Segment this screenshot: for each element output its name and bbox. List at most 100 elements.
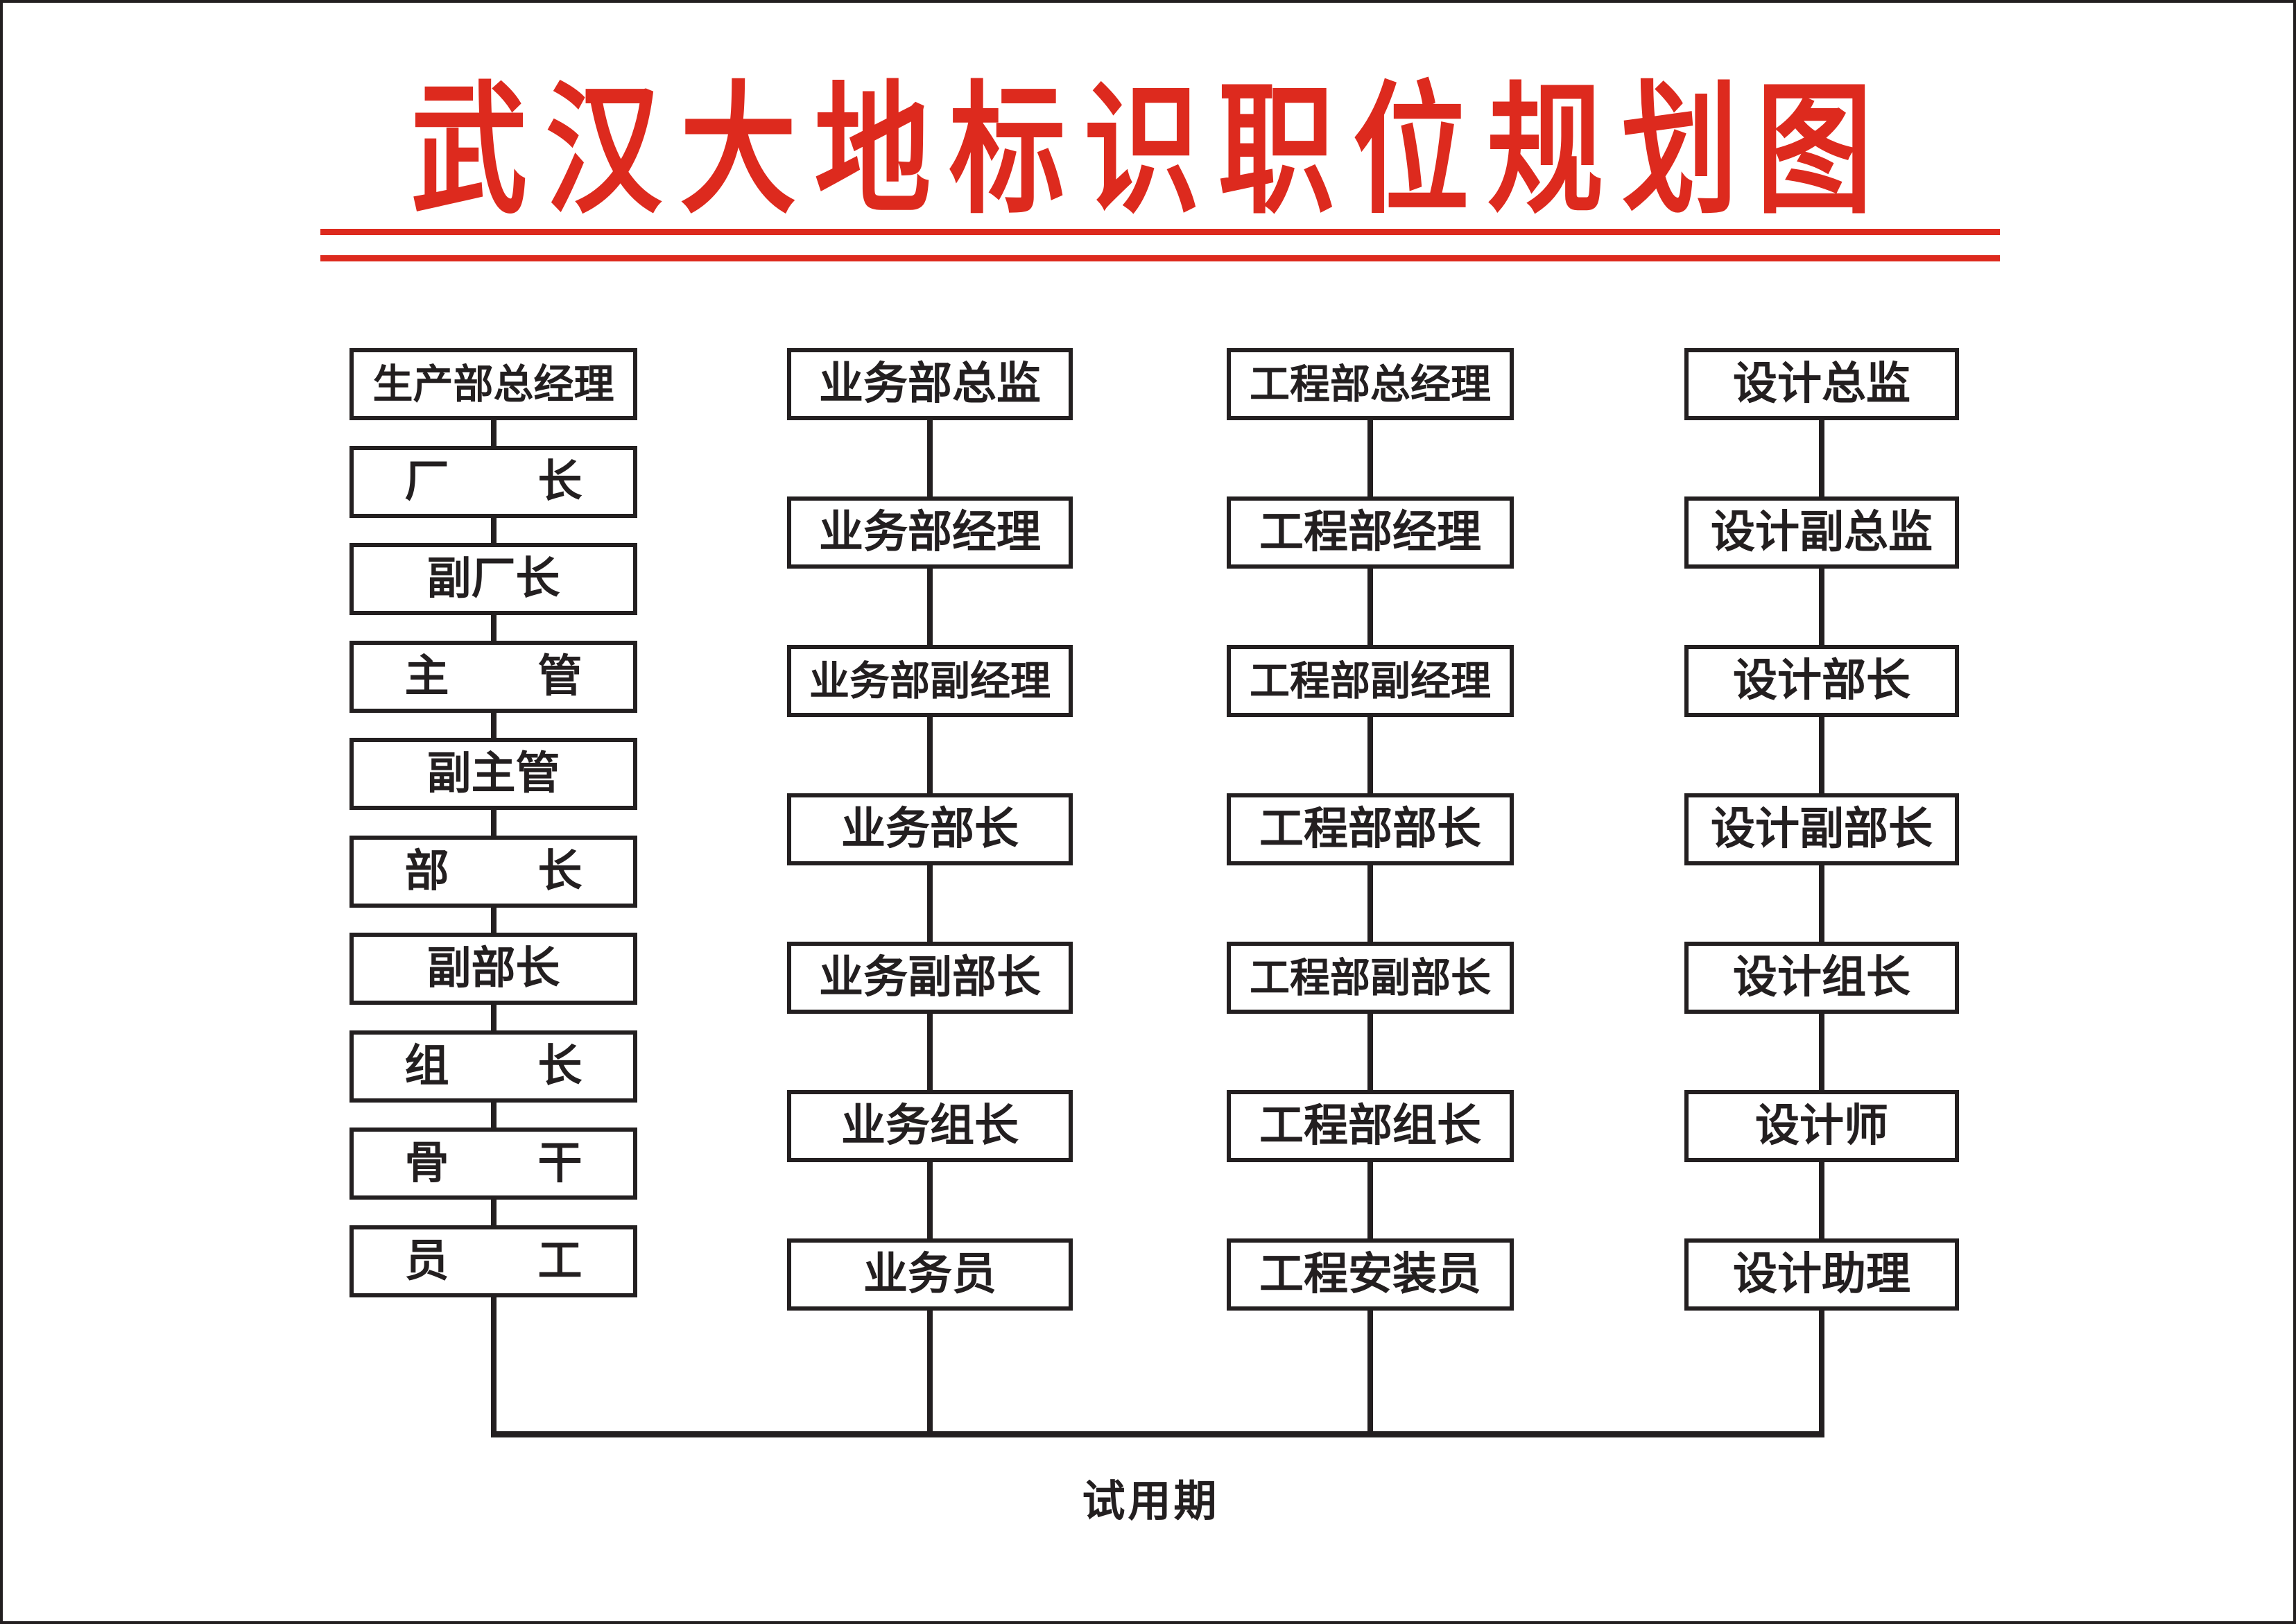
org-node: 工程部组长 <box>1227 1090 1514 1241</box>
org-node-label: 副部长 <box>426 943 560 994</box>
org-node-label: 业务副部长 <box>819 952 1041 1003</box>
org-connector-line <box>490 1197 497 1228</box>
org-node: 工程部副经理 <box>1227 645 1514 796</box>
org-node: 工程部总经理 <box>1227 348 1514 499</box>
org-node-box[interactable]: 工程部副部长 <box>1227 942 1514 1014</box>
org-connector-line <box>490 515 497 546</box>
footer-note-label: 试用期 <box>1082 1476 1220 1526</box>
org-node-box[interactable]: 工程部部长 <box>1227 793 1514 865</box>
org-node-label: 工程部经理 <box>1259 507 1481 558</box>
org-node-box[interactable]: 业务部总监 <box>787 348 1073 420</box>
org-node: 副主管 <box>349 738 637 838</box>
org-node-box[interactable]: 业务部长 <box>787 793 1073 865</box>
org-node-label: 工程部总经理 <box>1249 361 1491 408</box>
org-node: 主 管 <box>349 640 637 741</box>
org-node: 工程安装员 <box>1227 1238 1514 1311</box>
org-node: 业务副部长 <box>787 942 1073 1093</box>
org-node-box[interactable]: 设计副部长 <box>1684 793 1959 865</box>
org-connector-line <box>1819 1159 1824 1241</box>
org-node-label: 员 工 <box>404 1235 582 1287</box>
org-node: 设计组长 <box>1684 942 1959 1093</box>
org-node-box[interactable]: 部 长 <box>349 835 637 908</box>
org-node-box[interactable]: 工程安装员 <box>1227 1238 1514 1311</box>
org-connector-line <box>490 417 497 449</box>
org-connector-line <box>1819 417 1824 499</box>
org-node-box[interactable]: 业务员 <box>787 1238 1073 1311</box>
org-node-label: 业务部总监 <box>819 359 1041 410</box>
org-node-box[interactable]: 业务部经理 <box>787 496 1073 569</box>
org-node-box[interactable]: 副部长 <box>349 933 637 1005</box>
org-node: 业务部总监 <box>787 348 1073 499</box>
org-connector-line <box>927 714 933 796</box>
org-node-box[interactable]: 工程部经理 <box>1227 496 1514 569</box>
org-node-label: 主 管 <box>404 650 582 702</box>
org-node-label: 骨 干 <box>404 1138 582 1189</box>
org-node-label: 设计组长 <box>1733 952 1910 1003</box>
org-node-label: 组 长 <box>404 1040 582 1092</box>
org-node-label: 工程部组长 <box>1259 1100 1481 1152</box>
org-node-label: 业务员 <box>863 1249 996 1300</box>
org-node-label: 业务部副经理 <box>809 657 1051 705</box>
org-node: 副厂长 <box>349 543 637 643</box>
org-node-box[interactable]: 工程部组长 <box>1227 1090 1514 1162</box>
org-node-box[interactable]: 生产部总经理 <box>349 348 637 420</box>
org-bus-drop-line <box>490 1294 497 1435</box>
org-node-box[interactable]: 主 管 <box>349 640 637 713</box>
org-node-box[interactable]: 副主管 <box>349 738 637 810</box>
org-node-label: 业务部长 <box>841 804 1019 855</box>
org-node: 员 工 <box>349 1225 637 1297</box>
org-chart-canvas: 生产部总经理厂 长副厂长主 管副主管部 长副部长组 长骨 干员 工 业务部总监业… <box>3 3 2293 1621</box>
org-connector-line <box>1819 714 1824 796</box>
org-node: 设计总监 <box>1684 348 1959 499</box>
org-node: 骨 干 <box>349 1128 637 1228</box>
org-connector-line <box>1819 566 1824 648</box>
org-connector-line <box>1367 714 1373 796</box>
org-node-label: 部 长 <box>404 845 582 897</box>
org-connector-line <box>1367 566 1373 648</box>
org-node-box[interactable]: 设计组长 <box>1684 942 1959 1014</box>
org-node-box[interactable]: 组 长 <box>349 1030 637 1103</box>
org-node-box[interactable]: 设计总监 <box>1684 348 1959 420</box>
org-connector-line <box>490 612 497 643</box>
org-node-label: 工程部副部长 <box>1249 954 1491 1001</box>
org-node-box[interactable]: 副厂长 <box>349 543 637 615</box>
org-node-label: 厂 长 <box>404 456 582 508</box>
org-node: 厂 长 <box>349 445 637 546</box>
title-rule-upper <box>320 229 2000 235</box>
org-node-box[interactable]: 骨 干 <box>349 1128 637 1200</box>
org-bus-drop-line <box>1819 1308 1824 1435</box>
org-connector-line <box>1819 1011 1824 1093</box>
org-node-label: 副厂长 <box>426 553 560 605</box>
org-node-box[interactable]: 业务部副经理 <box>787 645 1073 717</box>
org-node: 业务部经理 <box>787 496 1073 648</box>
org-node-box[interactable]: 工程部总经理 <box>1227 348 1514 420</box>
org-node-box[interactable]: 设计部长 <box>1684 645 1959 717</box>
org-connector-line <box>1367 863 1373 944</box>
org-node-label: 设计助理 <box>1733 1249 1910 1300</box>
org-node-box[interactable]: 厂 长 <box>349 445 637 518</box>
org-node: 生产部总经理 <box>349 348 637 449</box>
org-node-label: 工程安装员 <box>1259 1249 1481 1300</box>
org-node-label: 生产部总经理 <box>372 361 614 408</box>
org-node: 组 长 <box>349 1030 637 1130</box>
org-node-box[interactable]: 业务组长 <box>787 1090 1073 1162</box>
org-node-box[interactable]: 工程部副经理 <box>1227 645 1514 717</box>
org-node-label: 工程部副经理 <box>1249 657 1491 705</box>
org-connector-line <box>1367 417 1373 499</box>
org-node-box[interactable]: 设计助理 <box>1684 1238 1959 1311</box>
org-connector-line <box>927 1159 933 1241</box>
org-node: 设计部长 <box>1684 645 1959 796</box>
org-node-box[interactable]: 员 工 <box>349 1225 637 1297</box>
org-connector-line <box>927 1011 933 1093</box>
org-node-label: 工程部部长 <box>1259 804 1481 855</box>
org-node: 设计师 <box>1684 1090 1959 1241</box>
org-node: 部 长 <box>349 835 637 935</box>
title-rule-lower <box>320 255 2000 261</box>
org-node-box[interactable]: 业务副部长 <box>787 942 1073 1014</box>
org-connector-line <box>490 904 497 935</box>
org-connector-line <box>1819 863 1824 944</box>
org-node-box[interactable]: 设计副总监 <box>1684 496 1959 569</box>
org-node-box[interactable]: 设计师 <box>1684 1090 1959 1162</box>
org-node: 工程部经理 <box>1227 496 1514 648</box>
